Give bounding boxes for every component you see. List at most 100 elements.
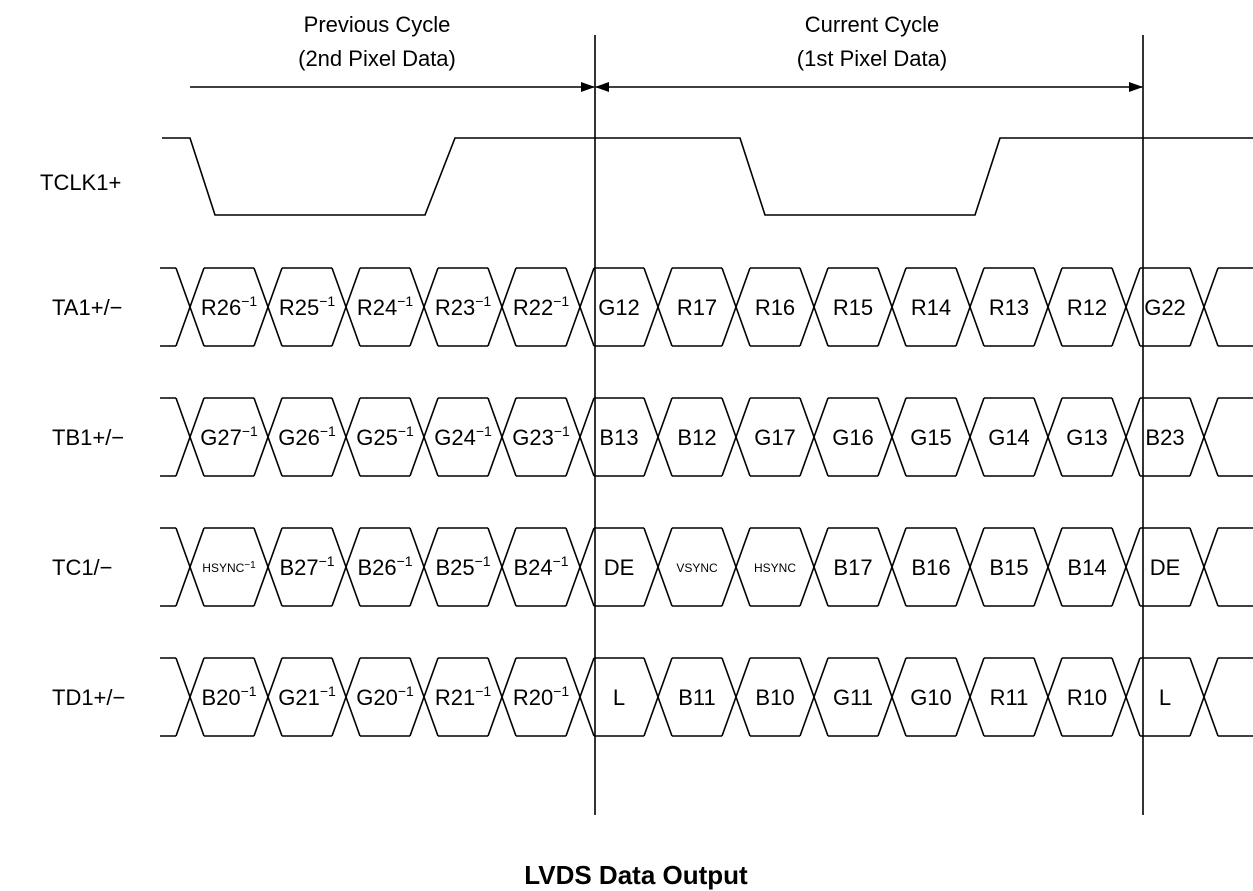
- transition-cross: [955, 397, 985, 477]
- transition-cross: [175, 267, 205, 347]
- bit-cell-label: G26−1: [278, 423, 336, 450]
- transition-cross: [565, 267, 595, 347]
- current-cycle-sublabel: (1st Pixel Data): [797, 46, 947, 71]
- bit-cell-label: G24−1: [434, 423, 492, 450]
- bit-cell-label: DE: [604, 555, 635, 580]
- transition-cross: [331, 527, 361, 607]
- transition-cross: [721, 397, 751, 477]
- transition-cross: [331, 657, 361, 737]
- transition-cross: [955, 267, 985, 347]
- bit-cell-label: B17: [833, 555, 872, 580]
- bit-cell-label: R26−1: [201, 293, 258, 320]
- clock-waveform: [162, 137, 1253, 216]
- bit-cell-label: B12: [677, 425, 716, 450]
- bit-cell-label: R12: [1067, 295, 1107, 320]
- bit-cell-label: R22−1: [513, 293, 570, 320]
- bit-cell-label: G17: [754, 425, 796, 450]
- transition-cross: [1189, 527, 1219, 607]
- transition-cross: [1189, 397, 1219, 477]
- transition-cross: [1033, 527, 1063, 607]
- transition-cross: [409, 527, 439, 607]
- transition-cross: [1033, 657, 1063, 737]
- transition-cross: [799, 657, 829, 737]
- transition-cross: [175, 397, 205, 477]
- bit-cell-label: G16: [832, 425, 874, 450]
- bit-cell-label: B23: [1145, 425, 1184, 450]
- transition-cross: [721, 657, 751, 737]
- bit-cell-label: R13: [989, 295, 1029, 320]
- bit-cell-label: HSYNC: [754, 561, 796, 575]
- transition-cross: [175, 527, 205, 607]
- transition-cross: [331, 397, 361, 477]
- bit-cell-label: G11: [833, 685, 873, 710]
- diagram-title: LVDS Data Output: [524, 860, 748, 890]
- bit-cell-label: G20−1: [356, 683, 414, 710]
- bit-cell-label: B25−1: [435, 553, 490, 580]
- bit-cell-label: B15: [989, 555, 1028, 580]
- bit-cell-label: B13: [599, 425, 638, 450]
- bit-cell-label: G10: [910, 685, 952, 710]
- transition-cross: [1189, 657, 1219, 737]
- transition-cross: [1111, 657, 1141, 737]
- bit-cell-label: R25−1: [279, 293, 336, 320]
- transition-cross: [565, 527, 595, 607]
- bit-cell-label: G12: [598, 295, 640, 320]
- bit-cell-label: G14: [988, 425, 1030, 450]
- bit-cell-label: B14: [1067, 555, 1106, 580]
- bit-cell-label: G22: [1144, 295, 1186, 320]
- transition-cross: [643, 657, 673, 737]
- bit-cell-label: B10: [755, 685, 794, 710]
- bit-cell-label: L: [1159, 685, 1171, 710]
- bit-cell-label: DE: [1150, 555, 1181, 580]
- previous-cycle-sublabel: (2nd Pixel Data): [298, 46, 456, 71]
- transition-cross: [1033, 267, 1063, 347]
- bit-cell-label: R24−1: [357, 293, 414, 320]
- bit-cell-label: B16: [911, 555, 950, 580]
- current-cycle-label: Current Cycle: [805, 12, 939, 37]
- transition-cross: [175, 657, 205, 737]
- bit-cell-label: R14: [911, 295, 951, 320]
- bit-cell-label: HSYNC−1: [202, 560, 256, 575]
- signal-label: TD1+/−: [52, 685, 125, 710]
- transition-cross: [877, 657, 907, 737]
- transition-cross: [799, 267, 829, 347]
- transition-cross: [877, 397, 907, 477]
- transition-cross: [877, 267, 907, 347]
- transition-cross: [1189, 267, 1219, 347]
- bit-cell-label: G25−1: [356, 423, 414, 450]
- bit-cell-label: VSYNC: [676, 561, 718, 575]
- transition-cross: [487, 267, 517, 347]
- transition-cross: [409, 657, 439, 737]
- bit-cell-label: L: [613, 685, 625, 710]
- transition-cross: [409, 397, 439, 477]
- transition-cross: [877, 527, 907, 607]
- transition-cross: [409, 267, 439, 347]
- bit-cell-label: R21−1: [435, 683, 492, 710]
- transition-cross: [253, 397, 283, 477]
- transition-cross: [253, 527, 283, 607]
- bit-cell-label: R15: [833, 295, 873, 320]
- transition-cross: [955, 527, 985, 607]
- transition-cross: [643, 527, 673, 607]
- bit-cell-label: G15: [910, 425, 952, 450]
- transition-cross: [1111, 397, 1141, 477]
- transition-cross: [1033, 397, 1063, 477]
- bit-cell-label: B27−1: [279, 553, 334, 580]
- bit-cell-label: R20−1: [513, 683, 570, 710]
- transition-cross: [643, 267, 673, 347]
- bit-cell-label: G21−1: [278, 683, 336, 710]
- transition-cross: [487, 527, 517, 607]
- transition-cross: [253, 657, 283, 737]
- transition-cross: [643, 397, 673, 477]
- clock-label: TCLK1+: [40, 170, 121, 195]
- transition-cross: [1111, 527, 1141, 607]
- bit-cell-label: G23−1: [512, 423, 570, 450]
- bit-cell-label: R10: [1067, 685, 1107, 710]
- bit-cell-label: R16: [755, 295, 795, 320]
- bit-cell-label: B26−1: [357, 553, 412, 580]
- transition-cross: [799, 397, 829, 477]
- transition-cross: [721, 267, 751, 347]
- bit-cell-label: R23−1: [435, 293, 492, 320]
